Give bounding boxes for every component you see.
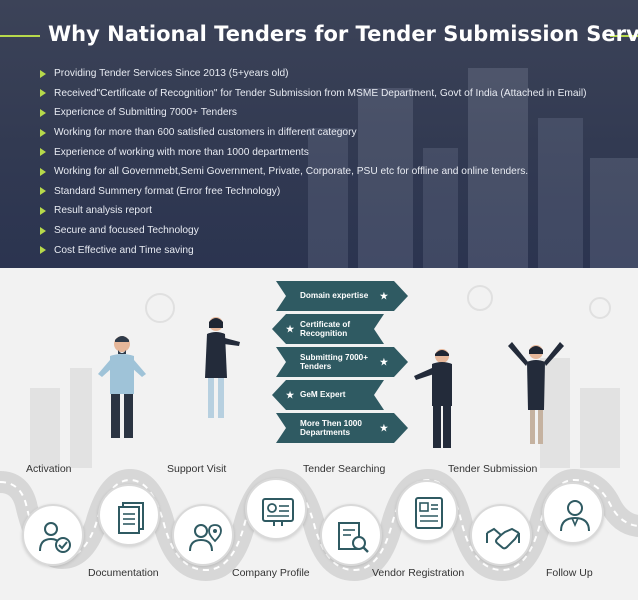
step-documentation (98, 484, 160, 546)
highlight-ribbon: ★ Certificate of Recognition (272, 314, 384, 344)
documents-icon (118, 502, 144, 534)
registration-icon (415, 497, 443, 529)
woman-presenting-figure (205, 317, 240, 418)
title-accent-left (0, 35, 40, 37)
step-company-profile (245, 478, 307, 540)
page-title: Why National Tenders for Tender Submissi… (48, 22, 638, 46)
feature-item: Expericnce of Submitting 7000+ Tenders (40, 103, 587, 123)
follow-up-person-icon (560, 500, 590, 532)
bullet-arrow-icon (40, 246, 46, 255)
title-accent-right (610, 35, 638, 37)
star-icon: ★ (286, 323, 295, 334)
handshake-icon (486, 527, 520, 550)
star-icon: ★ (379, 290, 388, 301)
step-activation (22, 504, 84, 566)
features-panel: Why National Tenders for Tender Submissi… (0, 0, 638, 268)
feature-item: Working for more than 600 satisfied cust… (40, 123, 587, 143)
step-label-company-profile: Company Profile (232, 567, 310, 579)
bullet-arrow-icon (40, 108, 46, 117)
feature-item: Cost Effective and Time saving (40, 240, 587, 260)
woman-cheering-figure (508, 342, 564, 444)
step-label-documentation: Documentation (88, 567, 159, 579)
background-doodles (30, 285, 620, 468)
bullet-arrow-icon (40, 128, 46, 137)
bullet-arrow-icon (40, 167, 46, 176)
highlight-ribbon: Submitting 7000+ Tenders ★ (276, 347, 408, 377)
step-follow-up (542, 482, 604, 544)
feature-item: Experience of working with more than 100… (40, 142, 587, 162)
user-check-icon (39, 522, 71, 553)
step-label-activation: Activation (26, 463, 72, 475)
step-label-tender-submission: Tender Submission (448, 463, 538, 475)
step-label-vendor-registration: Vendor Registration (372, 567, 465, 579)
feature-item: Working for all Governmebt,Semi Governme… (40, 162, 587, 182)
feature-item: Providing Tender Services Since 2013 (5+… (40, 64, 587, 84)
man-pointing-figure (414, 349, 452, 448)
feature-list: Providing Tender Services Since 2013 (5+… (40, 64, 587, 260)
feature-item: Secure and focused Technology (40, 221, 587, 241)
step-vendor-registration (396, 480, 458, 542)
bullet-arrow-icon (40, 206, 46, 215)
step-label-support-visit: Support Visit (167, 463, 227, 475)
feature-item: Received"Certificate of Recognition" for… (40, 84, 587, 104)
bullet-arrow-icon (40, 187, 46, 196)
star-icon: ★ (379, 422, 388, 433)
search-document-icon (338, 522, 369, 553)
step-tender-submission (470, 504, 532, 566)
profile-icon (262, 498, 294, 526)
bullet-arrow-icon (40, 89, 46, 98)
highlight-ribbon: Domain expertise ★ (276, 281, 408, 311)
process-panel: Domain expertise ★ ★ Certificate of Reco… (0, 268, 638, 600)
star-icon: ★ (286, 389, 295, 400)
highlight-ribbon: ★ GeM Expert (272, 380, 384, 410)
feature-item: Result analysis report (40, 201, 587, 221)
process-path (0, 468, 638, 582)
bullet-arrow-icon (40, 148, 46, 157)
step-label-follow-up: Follow Up (546, 567, 593, 579)
step-label-tender-searching: Tender Searching (303, 463, 386, 475)
step-support-visit (172, 504, 234, 566)
man-shrugging-figure (98, 336, 146, 438)
star-icon: ★ (379, 356, 388, 367)
feature-item: Standard Summery format (Error free Tech… (40, 182, 587, 202)
step-tender-searching (320, 504, 382, 566)
bullet-arrow-icon (40, 69, 46, 78)
skyline-background (308, 68, 638, 268)
highlight-ribbon: More Then 1000 Departments ★ (276, 413, 408, 443)
support-person-icon (189, 524, 222, 552)
bullet-arrow-icon (40, 226, 46, 235)
